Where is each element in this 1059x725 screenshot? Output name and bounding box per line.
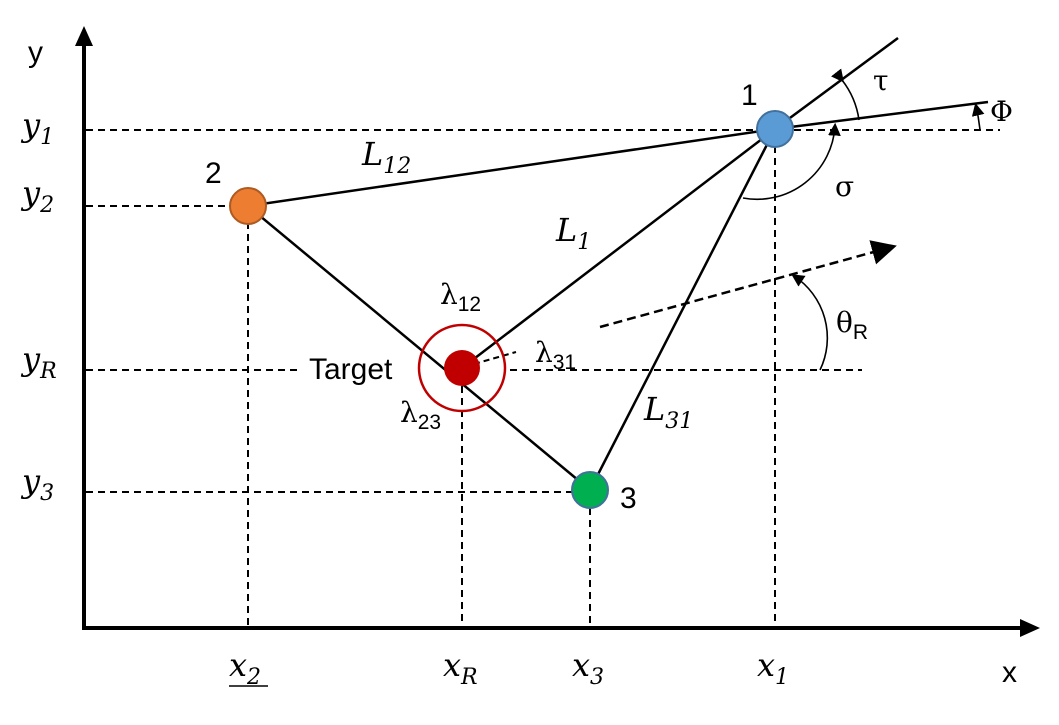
x-tick-x1: x1 [757, 646, 789, 690]
edge-1-target [461, 128, 776, 369]
edge-label-l1: L1 [555, 211, 591, 255]
y-axis-arrowhead [75, 26, 93, 46]
angle-label-theta-r: θR [836, 306, 868, 344]
target-node [444, 350, 480, 386]
edge-1-2 [247, 127, 776, 208]
x-tick-x2: x2 [229, 646, 261, 690]
theta-r-arc [791, 274, 829, 371]
y-tick-y2: y2 [20, 174, 54, 218]
tau-arc [831, 68, 860, 121]
tau-ray [774, 36, 899, 131]
angle-label-tau: τ [873, 64, 889, 97]
angle-label-sigma: σ [835, 170, 854, 203]
node-2-label: 2 [205, 157, 222, 190]
node-1-label: 1 [741, 79, 758, 112]
x-tick-x3: x3 [572, 646, 604, 690]
edge-label-l12: L12 [361, 135, 411, 179]
phi-ray [774, 100, 989, 131]
target-label: Target [309, 353, 393, 386]
x-axis-label: x [1002, 656, 1017, 689]
x-tick-xr: xR [443, 646, 478, 690]
angle-label-lambda12: λ12 [440, 278, 481, 316]
y-axis-label: y [28, 36, 43, 69]
bearing-arrow [599, 240, 897, 329]
angle-label-lambda31: λ31 [535, 336, 576, 374]
x-axis-arrowhead [1020, 619, 1040, 637]
y-tick-yr: yR [20, 340, 57, 384]
edge-1-3 [588, 128, 777, 491]
y-tick-y3: y3 [20, 462, 54, 506]
edge-2-3 [247, 205, 591, 491]
phi-arc [971, 102, 985, 131]
target-ring [417, 323, 507, 413]
angle-label-lambda23: λ23 [400, 396, 441, 434]
node-3 [571, 471, 609, 509]
y-tick-y1: y1 [20, 106, 54, 150]
node-3-label: 3 [620, 482, 637, 515]
sigma-arc [742, 122, 841, 201]
edge-label-l31: L31 [643, 390, 693, 434]
angle-label-phi: Φ [990, 95, 1013, 128]
node-1 [756, 110, 794, 148]
target-bearing-stub [473, 351, 517, 365]
node-2 [229, 187, 267, 225]
